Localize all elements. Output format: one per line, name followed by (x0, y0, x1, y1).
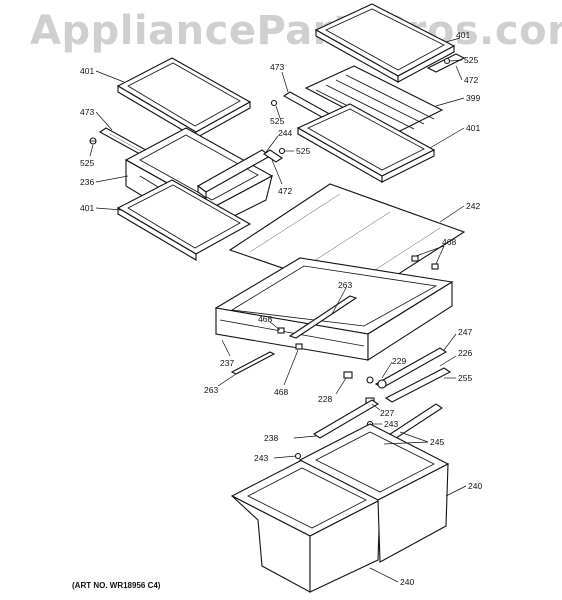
callout-525: 525 (80, 158, 94, 168)
callout-468: 468 (274, 387, 288, 397)
callout-472: 472 (278, 186, 292, 196)
callout-401: 401 (466, 123, 480, 133)
screw-525-top-right (443, 57, 451, 65)
callout-240: 240 (400, 577, 414, 587)
crisper-drawer-240-left (230, 459, 382, 593)
crisper-cover-frame-237 (214, 257, 454, 362)
callout-237: 237 (220, 358, 234, 368)
callout-399: 399 (466, 93, 480, 103)
callout-255: 255 (458, 373, 472, 383)
callout-401: 401 (80, 203, 94, 213)
callout-263: 263 (204, 385, 218, 395)
callout-245: 245 (430, 437, 444, 447)
callout-247: 247 (458, 327, 472, 337)
drawer-rail-238 (312, 399, 380, 439)
callout-243: 243 (254, 453, 268, 463)
callout-228: 228 (318, 394, 332, 404)
shelf-rail-472-middle (263, 149, 283, 163)
crisper-drawer-240-right (298, 423, 450, 563)
callout-236: 236 (80, 177, 94, 187)
screw-243-lower (294, 452, 302, 460)
watermark: AppliancePartsPros.com (30, 8, 562, 54)
callout-229: 229 (392, 356, 406, 366)
screw-525-middle (270, 99, 278, 107)
bracket-228 (343, 371, 353, 379)
callout-401: 401 (80, 66, 94, 76)
callout-238: 238 (264, 433, 278, 443)
callout-263: 263 (338, 280, 352, 290)
shelf-frame-401-bottom-left (116, 179, 252, 261)
divider-strip-263-lower (230, 351, 276, 375)
divider-strip-263-upper (288, 295, 358, 339)
callout-401: 401 (456, 30, 470, 40)
callout-244: 244 (278, 128, 292, 138)
callout-468: 468 (442, 237, 456, 247)
leader-lines (89, 37, 467, 583)
callout-473: 473 (270, 62, 284, 72)
callout-525: 525 (464, 55, 478, 65)
callout-227: 227 (380, 408, 394, 418)
roller-226-229 (366, 376, 387, 389)
art-number-label: (ART NO. WR18956 C4) (72, 581, 161, 590)
shelf-frame-401-right (296, 103, 436, 183)
shelf-frame-401-top-left (116, 57, 252, 139)
screw-525-mid-right (278, 147, 286, 155)
callout-525: 525 (270, 116, 284, 126)
callout-473: 473 (80, 107, 94, 117)
callout-240: 240 (468, 481, 482, 491)
screw-525-left (89, 137, 97, 145)
callout-525: 525 (296, 146, 310, 156)
callout-472: 472 (464, 75, 478, 85)
slide-rail-255 (384, 367, 452, 403)
callout-243: 243 (384, 419, 398, 429)
pad-468-set-right (411, 255, 439, 270)
pad-468-set-left (277, 327, 303, 350)
callout-242: 242 (466, 201, 480, 211)
callout-226: 226 (458, 348, 472, 358)
slide-rail-247 (374, 347, 448, 389)
callout-468: 468 (258, 314, 272, 324)
shelf-frame-401-top-right (314, 3, 456, 83)
